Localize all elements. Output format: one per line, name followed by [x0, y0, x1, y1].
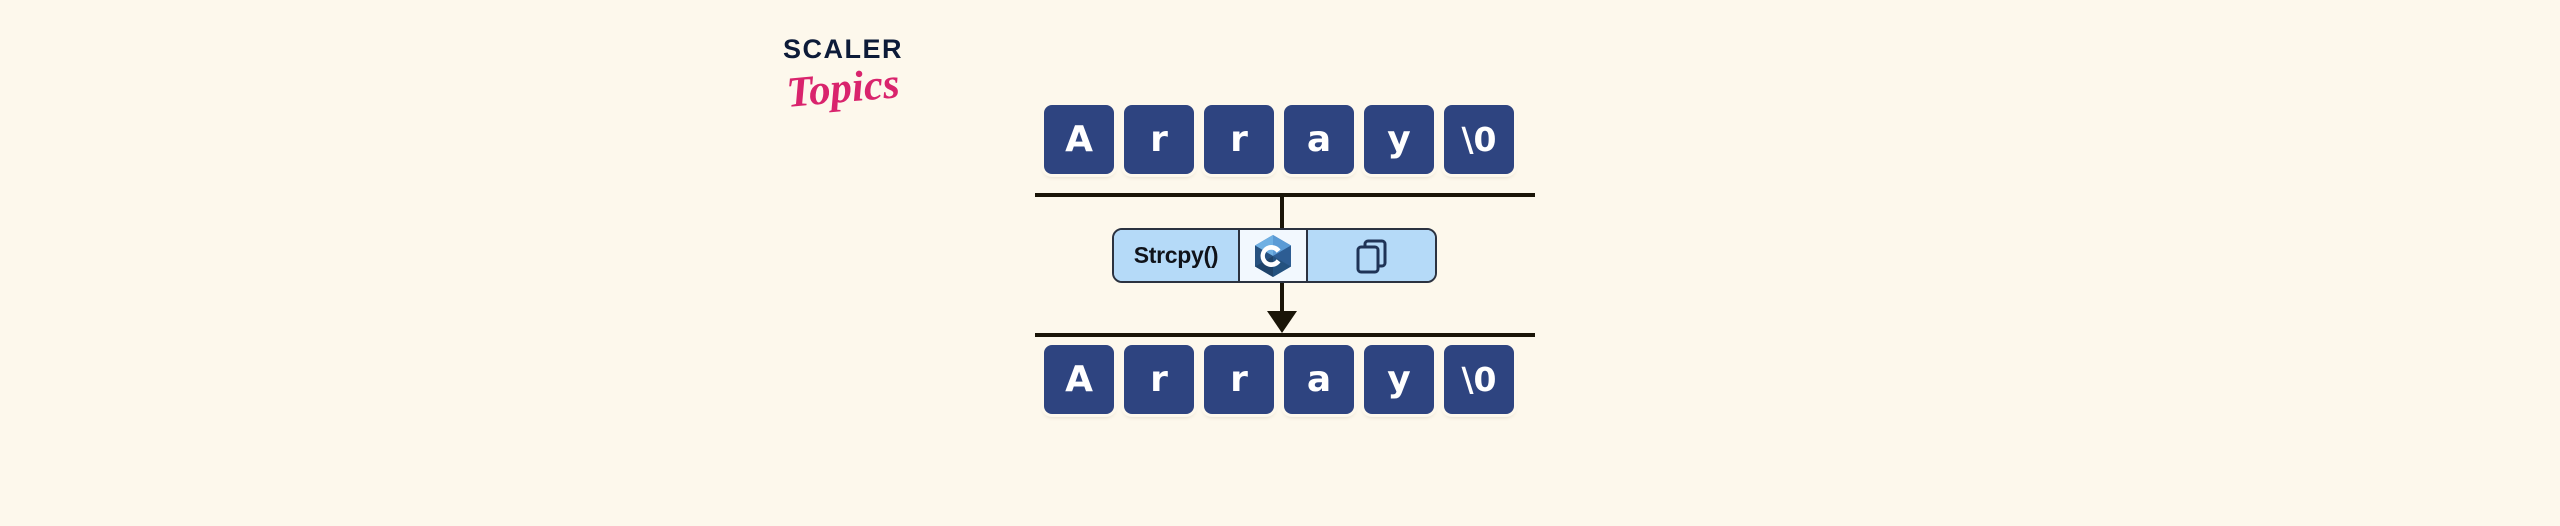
c-language-logo-icon	[1238, 230, 1308, 281]
connector-line-lower	[1280, 283, 1284, 314]
strcpy-operation-pill: Strcpy()	[1112, 228, 1437, 283]
array-cell-null-terminator: \0	[1444, 345, 1514, 414]
array-cell: A	[1044, 105, 1114, 174]
separator-rule-top	[1035, 193, 1535, 197]
array-cell: a	[1284, 345, 1354, 414]
array-cell: a	[1284, 105, 1354, 174]
scaler-topics-logo: SCALER Topics	[748, 34, 938, 117]
logo-primary-text: SCALER	[782, 34, 903, 64]
array-cell: r	[1204, 345, 1274, 414]
array-cell-null-terminator: \0	[1444, 105, 1514, 174]
array-cell: y	[1364, 345, 1434, 414]
strcpy-function-label: Strcpy()	[1114, 230, 1238, 281]
logo-secondary-text: Topics	[784, 60, 902, 117]
separator-rule-bottom	[1035, 333, 1535, 337]
array-cell: A	[1044, 345, 1114, 414]
array-cell: r	[1204, 105, 1274, 174]
source-array-row: A r r a y \0	[1044, 105, 1514, 174]
arrow-down-icon	[1267, 311, 1297, 333]
strcpy-diagram: A r r a y \0 Strcpy()	[1035, 80, 1535, 450]
array-cell: r	[1124, 105, 1194, 174]
array-cell: r	[1124, 345, 1194, 414]
array-cell: y	[1364, 105, 1434, 174]
copy-icon	[1308, 230, 1435, 281]
connector-line-upper	[1280, 193, 1284, 228]
destination-array-row: A r r a y \0	[1044, 345, 1514, 414]
